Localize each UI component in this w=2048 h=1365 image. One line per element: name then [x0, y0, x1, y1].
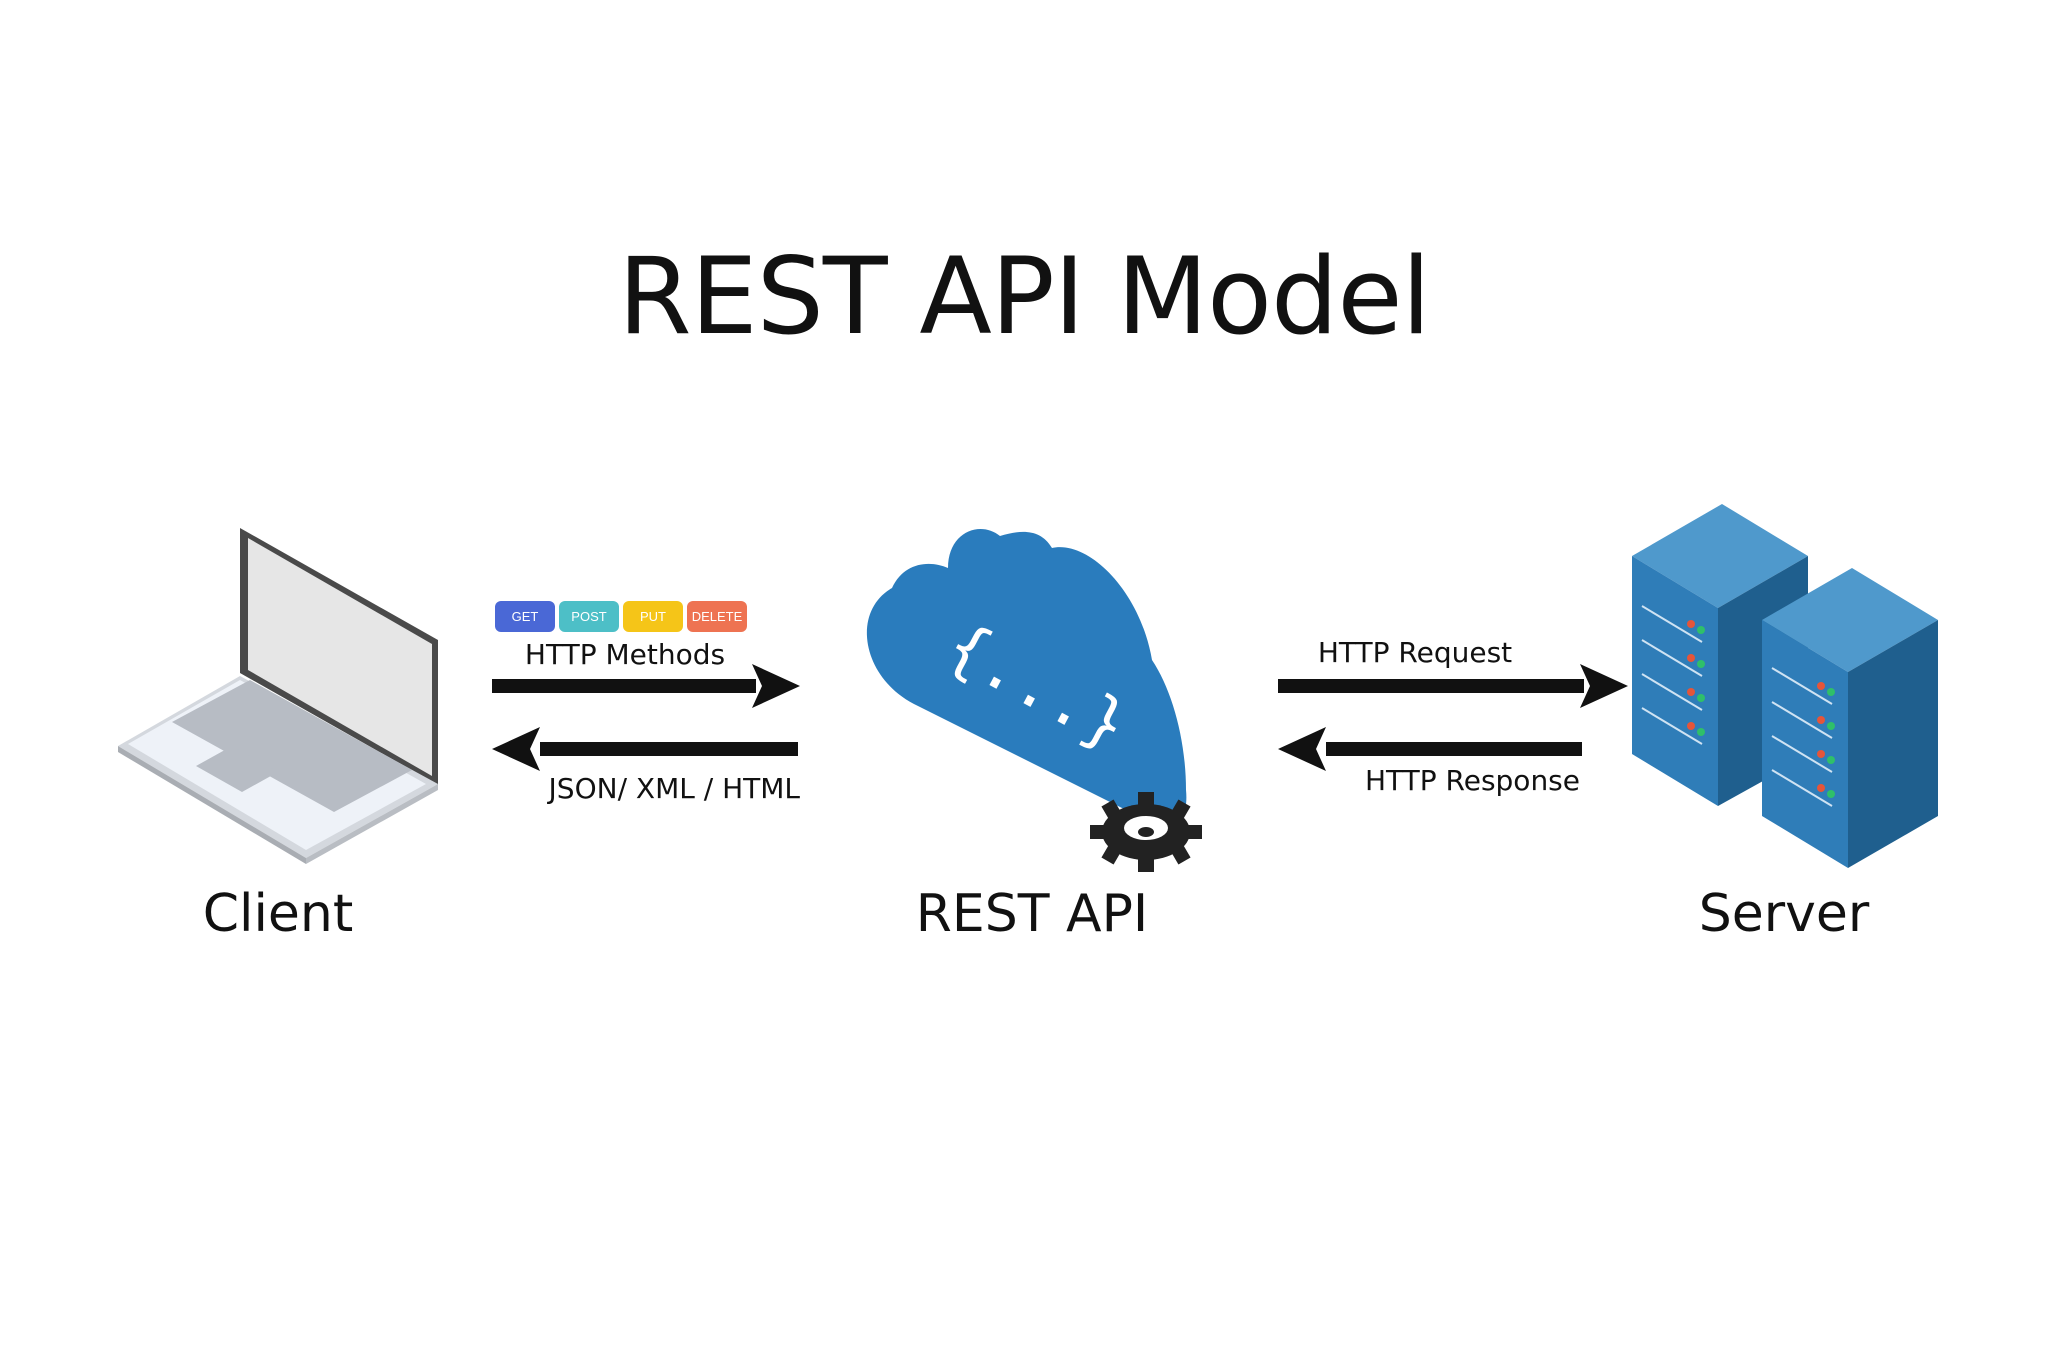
http-response-label: HTTP Response: [1364, 764, 1580, 797]
formats-label: JSON/ XML / HTML: [548, 772, 800, 805]
request-arrow-left: [492, 664, 800, 708]
gear-icon: [1090, 792, 1202, 872]
diagram-title: REST API Model: [617, 235, 1431, 358]
server-rack-icon: [1632, 504, 1938, 868]
rest-api-label: REST API: [915, 884, 1149, 944]
http-methods-label: HTTP Methods: [524, 638, 726, 671]
request-arrow-right: [1278, 664, 1628, 708]
http-methods-badges: GET POST PUT DELETE: [495, 601, 747, 632]
method-get-badge: GET: [495, 601, 555, 632]
client-label: Client: [202, 884, 354, 944]
method-post-badge: POST: [559, 601, 619, 632]
response-arrow-right: [1278, 727, 1582, 771]
method-delete-badge: DELETE: [687, 601, 747, 632]
cloud-api-icon: [866, 529, 1187, 832]
server-label: Server: [1698, 884, 1870, 944]
http-request-label: HTTP Request: [1317, 636, 1513, 669]
response-arrow-left: [492, 727, 798, 771]
method-put-badge: PUT: [623, 601, 683, 632]
laptop-icon: [118, 528, 438, 864]
